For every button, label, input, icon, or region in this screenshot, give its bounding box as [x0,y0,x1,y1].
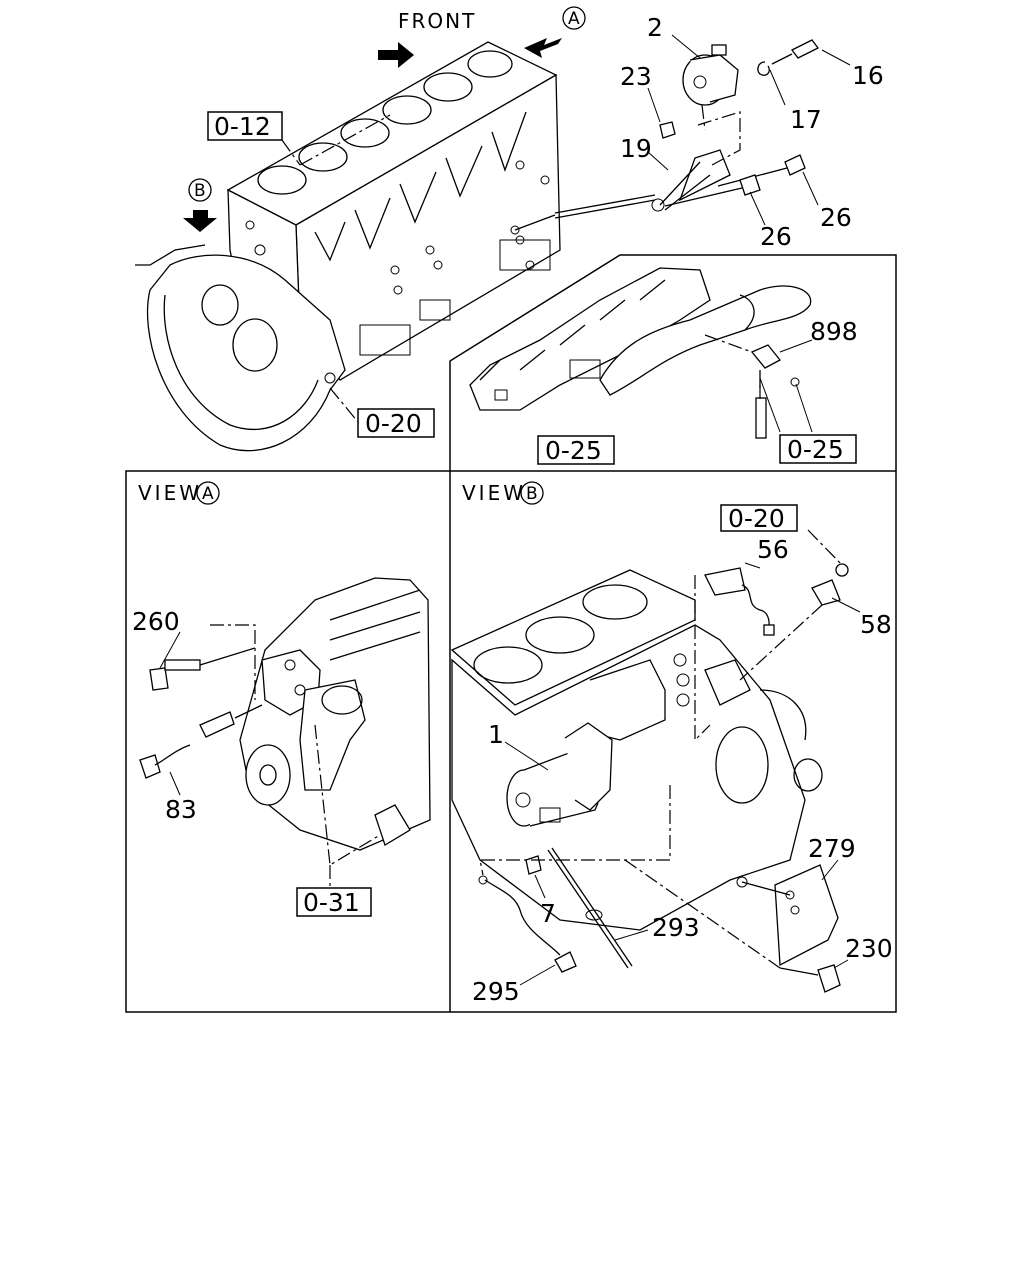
callout-1: 1 [488,720,504,749]
view-a-panel: VIEW A [138,481,431,888]
callout-230: 230 [845,934,893,963]
callout-17: 17 [790,105,822,134]
view-a-title-marker: A [202,484,214,504]
callout-numbers: 2 16 23 17 19 26 26 898 260 83 56 58 1 7… [132,13,893,1006]
callout-58: 58 [860,610,892,639]
callout-7: 7 [540,899,556,928]
ref-0-12: 0-12 [214,112,271,141]
view-a-marker: A [568,9,580,29]
ref-box-0-20-view-b: 0-20 [720,504,798,533]
callout-898: 898 [810,317,858,346]
leader-lines-top [281,114,391,423]
ref-0-20-view-b: 0-20 [728,504,785,533]
callout-279: 279 [808,834,856,863]
callout-26-right: 26 [820,203,852,232]
alternator-assembly [651,39,819,212]
callout-83: 83 [165,795,197,824]
front-label: FRONT [398,9,476,33]
callout-leaders [159,34,861,986]
ref-0-20: 0-20 [365,409,422,438]
view-b-panel: VIEW B [450,481,849,993]
callout-23: 23 [620,62,652,91]
exhaust-manifold-illustration [469,267,812,439]
callout-19: 19 [620,134,652,163]
callout-26-left: 26 [760,222,792,251]
ref-0-25-right: 0-25 [787,435,844,464]
callout-2: 2 [647,13,663,42]
panel-frames [125,254,897,1013]
ref-boxes-manifold: 0-25 0-25 [537,434,857,465]
front-arrows: FRONT A B [183,6,586,232]
callout-16: 16 [852,61,884,90]
engine-block-illustration [135,41,656,452]
ref-0-31: 0-31 [303,888,360,917]
callout-56: 56 [757,535,789,564]
ref-0-25-left: 0-25 [545,436,602,465]
callout-260: 260 [132,607,180,636]
ref-box-0-31: 0-31 [296,887,372,917]
view-a-title: VIEW [138,481,202,505]
view-b-title: VIEW [462,481,526,505]
callout-293: 293 [652,913,700,942]
view-b-title-marker: B [526,484,538,504]
view-b-marker: B [194,181,206,201]
ref-boxes-top: 0-12 0-20 [207,111,435,438]
callout-295: 295 [472,977,520,1006]
